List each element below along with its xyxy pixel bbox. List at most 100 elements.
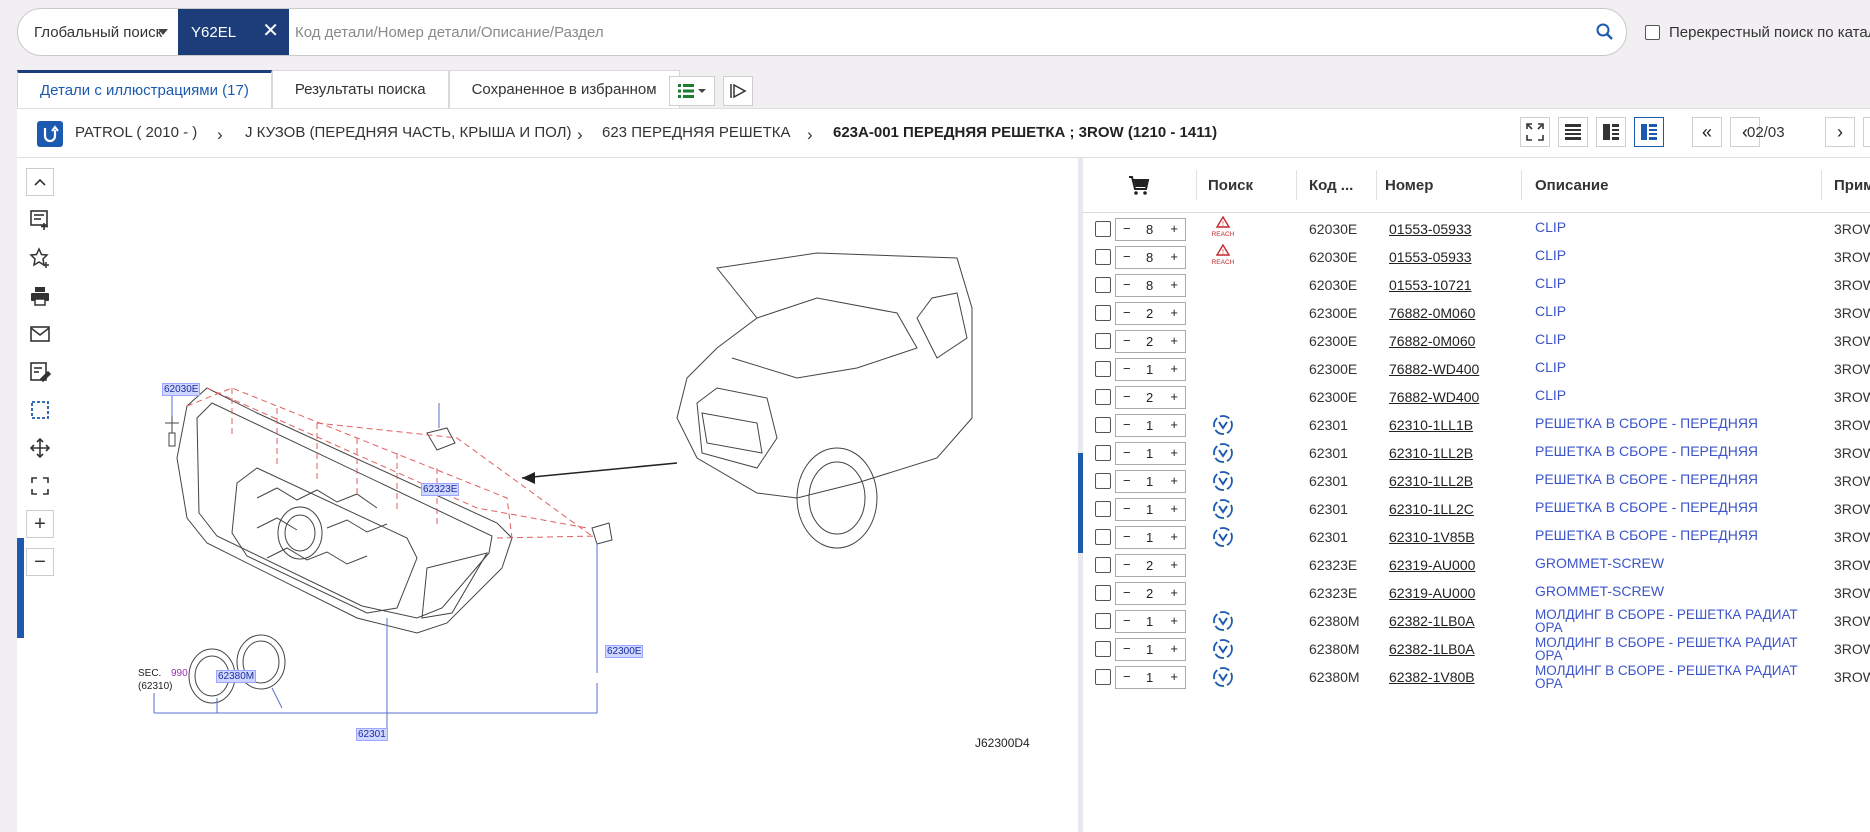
increment-button[interactable]: + xyxy=(1170,221,1178,236)
increment-button[interactable]: + xyxy=(1170,305,1178,320)
part-description-link[interactable]: CLIP xyxy=(1535,303,1567,319)
decrement-button[interactable]: − xyxy=(1123,361,1131,376)
layout-split-button[interactable] xyxy=(1596,117,1626,147)
part-description-link[interactable]: МОЛДИНГ В СБОРЕ - РЕШЕТКА РАДИАТ ОРА xyxy=(1535,607,1798,635)
row-checkbox[interactable] xyxy=(1095,389,1111,405)
part-number-link[interactable]: 76882-0M060 xyxy=(1389,305,1476,321)
row-checkbox[interactable] xyxy=(1095,277,1111,293)
quantity-stepper[interactable]: −1+ xyxy=(1115,638,1186,661)
quantity-stepper[interactable]: −2 + xyxy=(1115,386,1186,409)
supersession-icon[interactable] xyxy=(1212,442,1234,464)
panel-splitter[interactable] xyxy=(1078,158,1083,832)
quantity-stepper[interactable]: −1+ xyxy=(1115,666,1186,689)
callout-62323E[interactable]: 62323E xyxy=(421,483,460,496)
quantity-stepper[interactable]: −1+ xyxy=(1115,610,1186,633)
row-checkbox[interactable] xyxy=(1095,641,1111,657)
increment-button[interactable]: + xyxy=(1170,249,1178,264)
increment-button[interactable]: + xyxy=(1170,333,1178,348)
column-header-note[interactable]: Прим xyxy=(1834,177,1870,194)
layout-table-only-button[interactable] xyxy=(1558,117,1588,147)
quantity-value[interactable]: 8 xyxy=(1146,222,1154,237)
layout-illustration-button[interactable] xyxy=(1634,117,1664,147)
part-description-link[interactable]: GROMMET-SCREW xyxy=(1535,555,1665,571)
part-number-link[interactable]: 01553-05933 xyxy=(1389,249,1472,265)
row-checkbox[interactable] xyxy=(1095,473,1111,489)
increment-button[interactable]: + xyxy=(1170,501,1178,516)
part-number-link[interactable]: 62310-1LL2C xyxy=(1389,501,1474,517)
decrement-button[interactable]: − xyxy=(1123,529,1131,544)
catalog-home-icon[interactable] xyxy=(37,121,63,147)
increment-button[interactable]: + xyxy=(1170,361,1178,376)
part-description-link[interactable]: РЕШЕТКА В СБОРЕ - ПЕРЕДНЯЯ xyxy=(1535,443,1759,459)
decrement-button[interactable]: − xyxy=(1123,277,1131,292)
add-to-list-button[interactable] xyxy=(26,206,54,234)
part-number-link[interactable]: 01553-10721 xyxy=(1389,277,1472,293)
search-scope-dropdown[interactable]: Глобальный поиск xyxy=(18,9,178,55)
callout-62380M[interactable]: 62380M xyxy=(216,670,257,683)
reach-warning-icon[interactable]: !REACH xyxy=(1210,216,1236,242)
row-checkbox[interactable] xyxy=(1095,613,1111,629)
increment-button[interactable]: + xyxy=(1170,445,1178,460)
quantity-value[interactable]: 2 xyxy=(1146,586,1154,601)
column-header-number[interactable]: Номер xyxy=(1385,177,1434,194)
quantity-value[interactable]: 1 xyxy=(1146,502,1154,517)
prev-page-button[interactable]: ‹ xyxy=(1730,117,1760,147)
decrement-button[interactable]: − xyxy=(1123,613,1131,628)
decrement-button[interactable]: − xyxy=(1123,389,1131,404)
row-checkbox[interactable] xyxy=(1095,669,1111,685)
increment-button[interactable]: + xyxy=(1170,389,1178,404)
quantity-value[interactable]: 1 xyxy=(1146,614,1154,629)
quantity-value[interactable]: 2 xyxy=(1146,558,1154,573)
last-page-button[interactable]: » xyxy=(1863,117,1870,147)
send-button[interactable] xyxy=(723,76,753,106)
quantity-stepper[interactable]: −2+ xyxy=(1115,582,1186,605)
decrement-button[interactable]: − xyxy=(1123,249,1131,264)
part-number-link[interactable]: 01553-05933 xyxy=(1389,221,1472,237)
quantity-value[interactable]: 2 xyxy=(1146,390,1154,405)
supersession-icon[interactable] xyxy=(1212,470,1234,492)
part-description-link[interactable]: CLIP xyxy=(1535,275,1567,291)
quantity-stepper[interactable]: −1+ xyxy=(1115,442,1186,465)
increment-button[interactable]: + xyxy=(1170,529,1178,544)
breadcrumb-model[interactable]: PATROL ( 2010 - ) xyxy=(75,124,198,141)
breadcrumb-group[interactable]: J КУЗОВ (ПЕРЕДНЯЯ ЧАСТЬ, КРЫША И ПОЛ) xyxy=(245,124,572,141)
part-description-link[interactable]: GROMMET-SCREW xyxy=(1535,583,1665,599)
supersession-icon[interactable] xyxy=(1212,666,1234,688)
part-number-link[interactable]: 62382-1LB0A xyxy=(1389,641,1475,657)
row-checkbox[interactable] xyxy=(1095,305,1111,321)
tab-search-results[interactable]: Результаты поиска xyxy=(271,70,449,108)
column-header-description[interactable]: Описание xyxy=(1535,177,1609,194)
decrement-button[interactable]: − xyxy=(1123,585,1131,600)
increment-button[interactable]: + xyxy=(1170,473,1178,488)
tab-illustrated-parts[interactable]: Детали с иллюстрациями (17) xyxy=(17,70,272,108)
part-description-link[interactable]: МОЛДИНГ В СБОРЕ - РЕШЕТКА РАДИАТ ОРА xyxy=(1535,635,1798,663)
search-input[interactable] xyxy=(293,9,1573,55)
row-checkbox[interactable] xyxy=(1095,221,1111,237)
quantity-stepper[interactable]: −8+ xyxy=(1115,274,1186,297)
part-number-link[interactable]: 62310-1LL2B xyxy=(1389,473,1474,489)
first-page-button[interactable]: « xyxy=(1692,117,1722,147)
part-number-link[interactable]: 62310-1V85B xyxy=(1389,529,1475,545)
quantity-value[interactable]: 1 xyxy=(1146,362,1154,377)
decrement-button[interactable]: − xyxy=(1123,445,1131,460)
quantity-value[interactable]: 2 xyxy=(1146,306,1154,321)
row-checkbox[interactable] xyxy=(1095,529,1111,545)
splitter-handle[interactable] xyxy=(1078,453,1083,553)
quantity-stepper[interactable]: −1+ xyxy=(1115,498,1186,521)
row-checkbox[interactable] xyxy=(1095,417,1111,433)
tab-favorites[interactable]: Сохраненное в избранном xyxy=(448,70,680,108)
quantity-value[interactable]: 1 xyxy=(1146,474,1154,489)
quantity-stepper[interactable]: −2+ xyxy=(1115,554,1186,577)
quantity-stepper[interactable]: −2+ xyxy=(1115,330,1186,353)
favorite-button[interactable] xyxy=(26,244,54,272)
